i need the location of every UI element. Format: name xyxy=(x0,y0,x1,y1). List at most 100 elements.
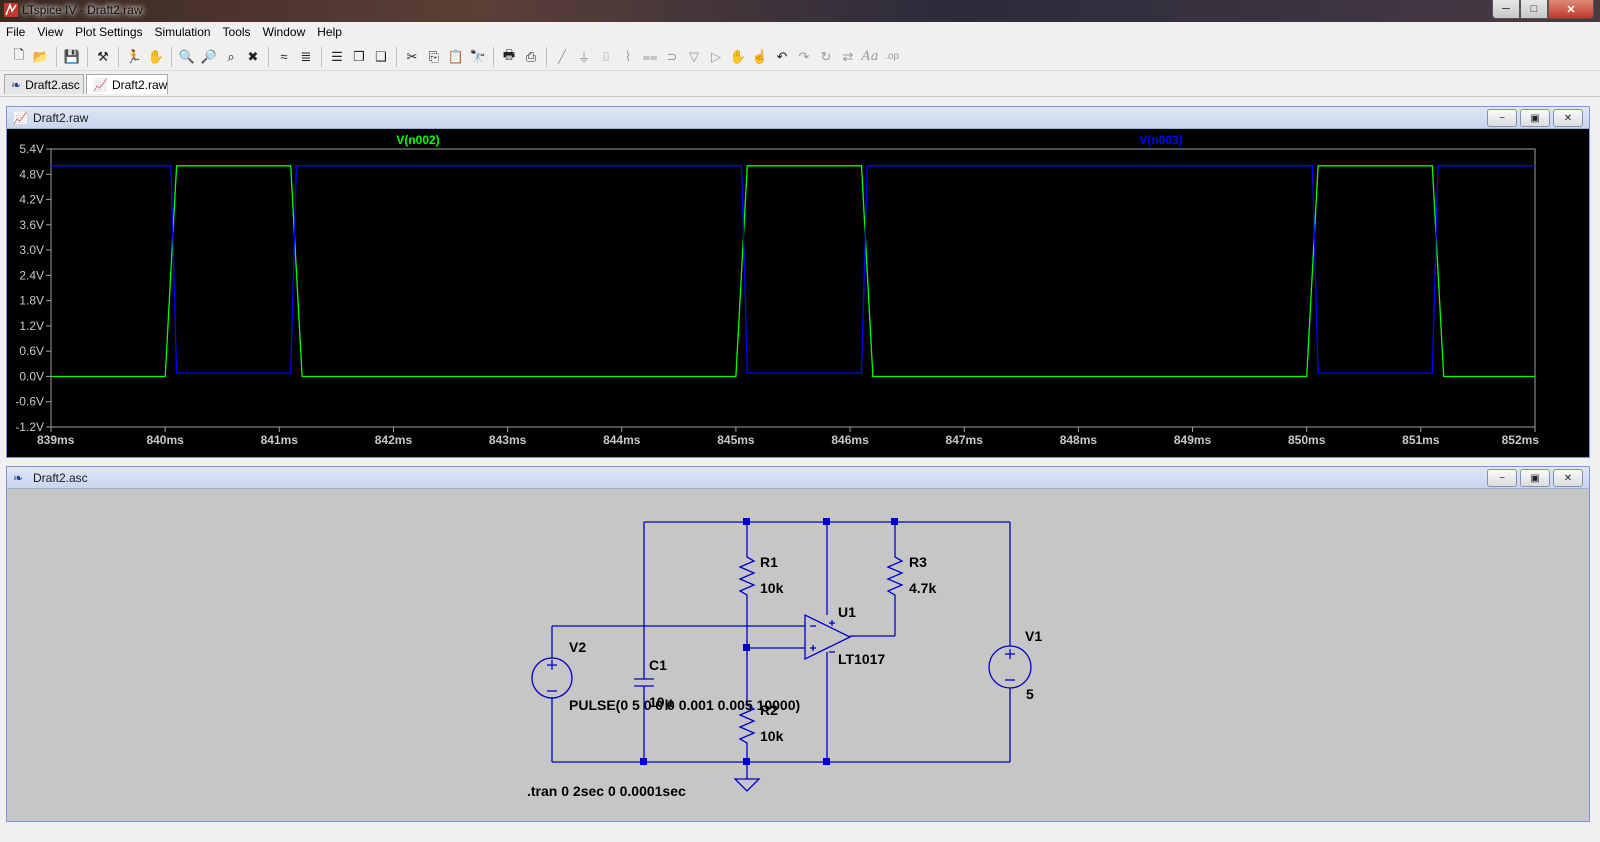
v1-name[interactable]: V1 xyxy=(1025,628,1042,644)
menu-tools[interactable]: Tools xyxy=(222,25,251,39)
x-tick-label: 848ms xyxy=(1060,433,1098,447)
menu-file[interactable]: File xyxy=(6,25,26,39)
move-icon[interactable]: ✋ xyxy=(729,48,747,64)
schematic-restore-button[interactable]: ▣ xyxy=(1520,469,1550,487)
autorange-icon[interactable]: ≈ xyxy=(280,49,288,64)
inductor-icon[interactable]: ⊃ xyxy=(666,48,678,64)
waveform-chart[interactable]: 5.4V4.8V4.2V3.6V3.0V2.4V1.8V1.2V0.6V0.0V… xyxy=(7,129,1589,457)
find-icon[interactable]: 🔭 xyxy=(469,48,487,64)
copy-icon[interactable]: ⎘ xyxy=(428,48,440,64)
v2-symbol[interactable] xyxy=(531,657,573,699)
waveform-icon: 📈 xyxy=(93,77,108,92)
maximize-button[interactable]: □ xyxy=(1520,0,1548,19)
capacitor-icon[interactable]: ⩵ xyxy=(642,48,658,64)
menu-help[interactable]: Help xyxy=(317,25,342,39)
toolbar-separator xyxy=(87,46,88,67)
spice-directive[interactable]: .tran 0 2sec 0 0.0001sec xyxy=(527,783,686,799)
x-tick-label: 841ms xyxy=(261,433,299,447)
menu-plot-settings[interactable]: Plot Settings xyxy=(75,25,143,39)
tile-horizontal-icon[interactable]: ☰ xyxy=(331,48,343,64)
ground-icon[interactable]: ⏚ xyxy=(577,50,591,65)
junction-dot xyxy=(743,758,750,765)
opamp-symbol[interactable] xyxy=(804,613,852,661)
waveform-close-button[interactable]: ✕ xyxy=(1553,109,1583,127)
r1-value[interactable]: 10k xyxy=(760,580,784,596)
halt-icon[interactable]: ✋ xyxy=(147,48,165,64)
schematic-canvas[interactable]: R1 10k R2 10k R3 4.7k U1 LT1017 V1 5 V2 … xyxy=(7,489,1589,821)
schematic-drawing[interactable]: R1 10k R2 10k R3 4.7k U1 LT1017 V1 5 V2 … xyxy=(7,489,1589,821)
x-tick-label: 842ms xyxy=(375,433,413,447)
text-icon[interactable]: Aa xyxy=(861,49,879,64)
mirror-icon[interactable]: ⇄ xyxy=(842,48,854,64)
control-panel-icon[interactable]: ⚒ xyxy=(97,48,109,64)
zoom-cancel-icon[interactable]: ✖ xyxy=(247,48,259,64)
r3-value[interactable]: 4.7k xyxy=(909,580,936,596)
waveform-restore-button[interactable]: ▣ xyxy=(1520,109,1550,127)
diode-icon[interactable]: ▽ xyxy=(689,48,699,64)
cascade-icon[interactable]: ❐ xyxy=(353,48,365,64)
menu-view[interactable]: View xyxy=(37,25,64,39)
run-icon[interactable]: 🏃 xyxy=(125,48,143,64)
drag-icon[interactable]: ☝ xyxy=(751,48,769,64)
ground-symbol[interactable] xyxy=(733,778,761,792)
label-icon[interactable]: ⌷ xyxy=(602,48,610,64)
paste-icon[interactable]: 📋 xyxy=(447,48,465,64)
v2-name[interactable]: V2 xyxy=(569,639,586,655)
rotate-icon[interactable]: ↻ xyxy=(820,48,832,64)
waveform-minimize-button[interactable]: − xyxy=(1487,109,1517,127)
c1-value[interactable]: 10µ xyxy=(649,694,673,710)
open-icon[interactable]: 📂 xyxy=(32,48,50,64)
spice-directive-icon[interactable]: .op xyxy=(885,51,899,62)
menu-window[interactable]: Window xyxy=(262,25,306,39)
c1-name[interactable]: C1 xyxy=(649,657,667,673)
plot-settings-icon[interactable]: ≣ xyxy=(300,48,312,64)
trace-vn002[interactable] xyxy=(51,165,1535,378)
minimize-button[interactable]: ─ xyxy=(1492,0,1520,19)
r3-symbol[interactable] xyxy=(886,551,904,599)
trace-label-vn002[interactable]: V(n002) xyxy=(396,133,439,147)
trace-vn003[interactable] xyxy=(51,165,1535,374)
tile-vertical-icon[interactable]: ❑ xyxy=(375,48,387,64)
tab-draft2-asc[interactable]: ❧ Draft2.asc xyxy=(4,74,84,94)
cut-icon[interactable]: ✂ xyxy=(406,48,418,64)
menu-simulation[interactable]: Simulation xyxy=(154,25,211,39)
save-icon[interactable]: 💾 xyxy=(63,48,81,64)
junction-dot xyxy=(743,518,750,525)
v1-symbol[interactable] xyxy=(988,645,1032,689)
schematic-window-titlebar[interactable]: ❧ Draft2.asc − ▣ ✕ xyxy=(7,467,1589,489)
u1-model[interactable]: LT1017 xyxy=(838,651,885,667)
zoom-fit-icon[interactable]: ⌕ xyxy=(227,48,235,64)
close-button[interactable]: ✕ xyxy=(1548,0,1594,19)
tab-draft2-raw[interactable]: 📈 Draft2.raw xyxy=(86,74,168,94)
redo-icon[interactable]: ↷ xyxy=(798,48,810,64)
r3-name[interactable]: R3 xyxy=(909,554,927,570)
trace-label-vn003[interactable]: V(n003) xyxy=(1139,133,1182,147)
v1-value[interactable]: 5 xyxy=(1026,686,1034,702)
r2-value[interactable]: 10k xyxy=(760,728,784,744)
r2-symbol[interactable] xyxy=(738,699,756,747)
c1-symbol[interactable] xyxy=(634,678,654,687)
print-icon[interactable]: ⎙ xyxy=(525,48,537,64)
r1-name[interactable]: R1 xyxy=(760,554,778,570)
print-preview-icon[interactable]: 🖶 xyxy=(502,46,516,62)
toolbar-separator xyxy=(118,46,119,67)
r1-symbol[interactable] xyxy=(738,551,756,599)
x-tick-label: 849ms xyxy=(1174,433,1212,447)
schematic-minimize-button[interactable]: − xyxy=(1487,469,1517,487)
new-schematic-icon[interactable]: 🗋 xyxy=(13,46,25,62)
junction-dots xyxy=(640,518,898,765)
zoom-out-icon[interactable]: 🔎 xyxy=(200,48,218,64)
undo-icon[interactable]: ↶ xyxy=(776,48,788,64)
wire-icon[interactable]: ╱ xyxy=(558,48,566,64)
waveform-window-titlebar[interactable]: 📈 Draft2.raw − ▣ ✕ xyxy=(7,107,1589,129)
resistor-icon[interactable]: ⌇ xyxy=(624,48,632,64)
toolbar-separator xyxy=(493,46,494,67)
v2-value[interactable]: PULSE(0 5 0 0 0 0.001 0.005 10000) xyxy=(569,697,800,713)
component-icon[interactable]: ▷ xyxy=(711,48,721,64)
schematic-close-button[interactable]: ✕ xyxy=(1553,469,1583,487)
r2-name[interactable]: R2 xyxy=(760,702,778,718)
u1-name[interactable]: U1 xyxy=(838,604,856,620)
zoom-in-icon[interactable]: 🔍 xyxy=(178,48,196,64)
